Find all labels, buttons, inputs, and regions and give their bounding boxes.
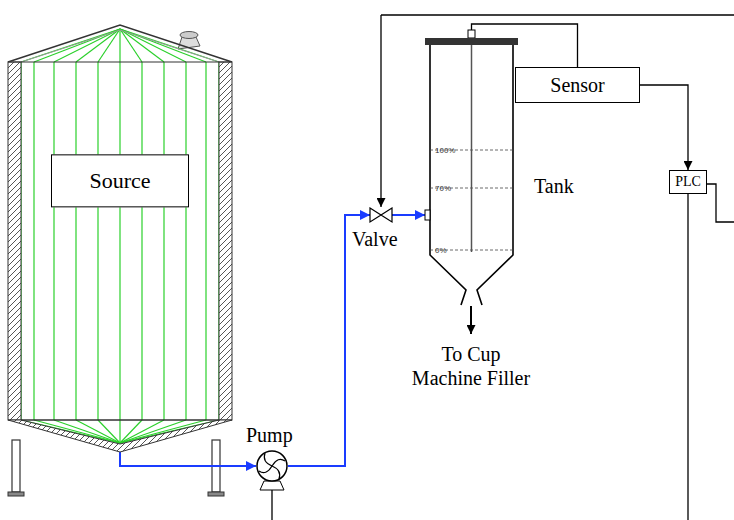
pump-impeller	[259, 453, 285, 479]
pump-line	[271, 490, 272, 520]
source-vessel: Source	[8, 20, 232, 452]
control-signal-line	[381, 14, 734, 15]
vessel-rib	[163, 62, 164, 420]
vessel-top-inner	[21, 30, 219, 62]
pump-body	[257, 451, 287, 481]
tank-lid	[425, 38, 518, 45]
pipe-connector	[120, 452, 256, 466]
vessel-leg	[12, 440, 20, 492]
vessel-rib	[141, 62, 142, 420]
vessel-ribs	[21, 29, 219, 443]
tank: 100%70%0%Tank	[425, 30, 518, 305]
plc-label: PLC	[675, 174, 701, 190]
level-mark: 0%	[435, 246, 447, 255]
vessel-wall	[8, 62, 21, 420]
vessel-rib	[120, 29, 186, 62]
source-label: Source	[51, 154, 189, 207]
signal-connector	[640, 85, 688, 170]
vessel-rib	[185, 62, 186, 420]
level-mark: 100%	[435, 146, 455, 155]
label-anchor: Tank	[534, 175, 574, 198]
signal-connector	[472, 24, 578, 67]
valve-symbol	[370, 208, 392, 222]
control-signal-line	[380, 15, 381, 207]
tank-outline	[430, 45, 513, 305]
sensor-box: Sensor	[515, 67, 640, 103]
label-anchor: To Cup Machine Filler	[401, 342, 541, 390]
pipe-connector	[288, 215, 370, 466]
vessel-foot	[8, 492, 24, 496]
valve: Valve	[370, 208, 392, 222]
vessel-interior	[21, 62, 219, 420]
vessel-rib	[119, 420, 120, 443]
valve-label: Valve	[352, 228, 398, 250]
probe-head	[468, 30, 475, 38]
label-anchor: 0%	[435, 239, 447, 257]
level-mark: 70%	[435, 184, 451, 193]
destination-label: To Cup Machine Filler	[401, 342, 541, 390]
vessel-rib	[33, 62, 34, 420]
label-anchor: Source	[51, 154, 189, 207]
label-anchor: Pump	[246, 424, 293, 447]
nozzle-cap	[180, 32, 198, 39]
vessel-foot	[208, 492, 224, 496]
tank-inlet	[425, 210, 430, 220]
sensor-label: Sensor	[550, 74, 604, 97]
pipe-connector	[392, 214, 425, 216]
outlet-arrow	[470, 306, 472, 334]
level-probe	[471, 45, 473, 252]
plc-power-line	[687, 194, 688, 520]
pump-symbol-outline	[256, 450, 288, 482]
plc-box: PLC	[669, 170, 707, 194]
plc-output-line	[707, 184, 734, 222]
vessel-rib	[97, 62, 98, 420]
tank-label: Tank	[534, 175, 574, 197]
vessel-rib	[119, 62, 120, 420]
vessel-rim	[8, 61, 232, 62]
vessel-nozzle	[178, 32, 200, 50]
pump-label: Pump	[246, 424, 293, 446]
valve-outline	[370, 208, 392, 222]
label-anchor: 70%	[435, 177, 451, 195]
vessel-rib	[120, 29, 164, 62]
vessel-rib	[76, 29, 120, 62]
vessel-bottom	[8, 420, 232, 452]
tank-outline	[425, 30, 518, 305]
label-anchor: Valve	[352, 228, 398, 251]
source-vessel-outline	[8, 20, 232, 452]
vessel-rib	[119, 29, 120, 62]
vessel-rib	[75, 62, 76, 420]
pump-symbol: Pump	[256, 450, 288, 482]
pump-stand	[260, 481, 284, 490]
vessel-rib	[205, 62, 206, 420]
vessel-top	[8, 25, 232, 62]
vessel-rib	[53, 62, 54, 420]
label-anchor: 100%	[435, 139, 455, 157]
vessel-wall	[219, 62, 232, 420]
vessel-rib	[54, 29, 120, 62]
